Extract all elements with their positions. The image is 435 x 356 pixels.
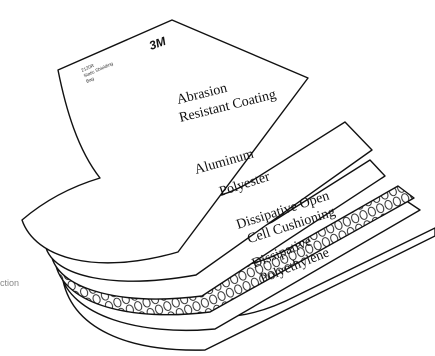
side-caption: ction — [0, 278, 19, 288]
bag-print-line: Bag — [85, 76, 95, 84]
bag-print-line: 2120R — [80, 63, 95, 73]
brand-logo: 3M — [147, 34, 168, 53]
layer-abrasion-resistant-coating — [21, 19, 309, 264]
